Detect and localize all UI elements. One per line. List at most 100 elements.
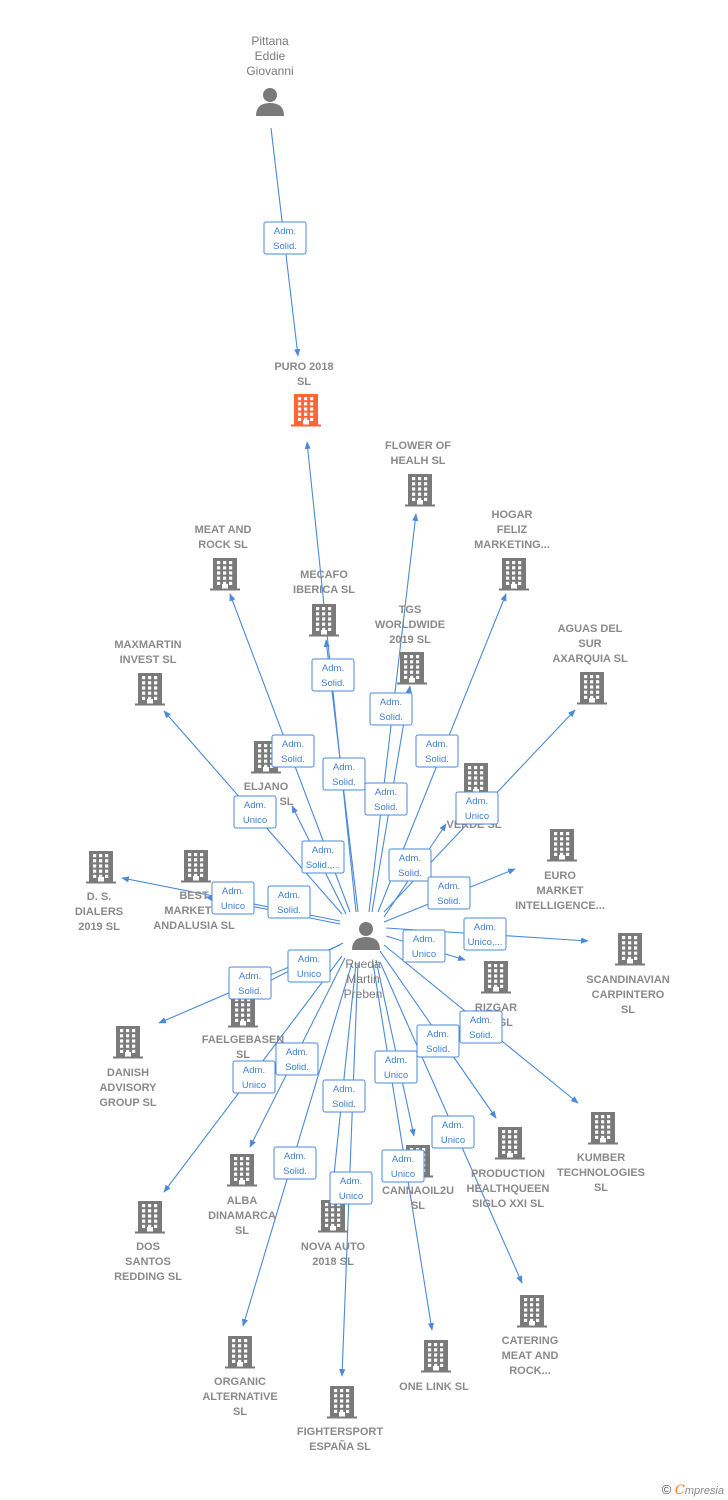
relation-label-box [388, 848, 432, 882]
relation-label-bolsa[interactable]: Adm.Solid. [388, 848, 432, 882]
building-icon [397, 652, 427, 685]
relation-label-flower[interactable]: Adm.Solid. [369, 692, 413, 726]
brand-logo-rest: mpresia [684, 1485, 724, 1497]
relation-label-box [455, 791, 499, 825]
relation-label-text: Unico [243, 815, 267, 826]
relation-label-aguas[interactable]: Adm.Unico [455, 791, 499, 825]
relation-label-onelink[interactable]: Adm.Unico [381, 1149, 425, 1183]
relation-label-faelgebasen[interactable]: Adm.Unico [287, 949, 331, 983]
building-icon [517, 1295, 547, 1328]
relation-label-cannaoil[interactable]: Adm.Unico [374, 1050, 418, 1084]
relation-label-nova[interactable]: Adm.Solid. [322, 1079, 366, 1113]
relation-label-organic[interactable]: Adm.Solid. [273, 1146, 317, 1180]
relation-label-box [233, 795, 277, 829]
relation-label-production[interactable]: Adm.Solid. [416, 1024, 460, 1058]
relation-label-fightersport[interactable]: Adm.Unico [329, 1171, 373, 1205]
relation-label-text: Adm. [286, 1047, 308, 1058]
relation-label-catering[interactable]: Adm.Unico [431, 1115, 475, 1149]
building-icon [225, 1336, 255, 1369]
relation-label-box [301, 840, 345, 874]
building-icon [327, 1386, 357, 1419]
building-icon [461, 763, 491, 796]
relation-label-box [273, 1146, 317, 1180]
relation-label-box [271, 734, 315, 768]
relation-label-tgs[interactable]: Adm.Solid. [364, 782, 408, 816]
relation-label-mecafo[interactable]: Adm.Solid. [322, 757, 366, 791]
relation-label-euro[interactable]: Adm. Solid. [427, 876, 471, 910]
footer-brand: © Cmpresia [662, 1482, 724, 1498]
building-icon [86, 851, 116, 884]
relation-label-text: Adm. [278, 890, 300, 901]
relation-label-text: Solid. [425, 754, 449, 765]
edge-rueda-fightersport [339, 962, 359, 1377]
building-icon [547, 829, 577, 862]
relation-label-box [374, 1050, 418, 1084]
relation-label-alba[interactable]: Adm.Solid. [275, 1042, 319, 1076]
relation-label-box [228, 966, 272, 1000]
relation-label-text: Adm. [239, 971, 261, 982]
relation-label-box [369, 692, 413, 726]
relation-label-text: Solid. [321, 678, 345, 689]
relation-label-text: Adm. [399, 853, 421, 864]
company-node-onelink[interactable]: ONE LINK SL [399, 1340, 469, 1393]
relation-label-box [263, 221, 307, 255]
relation-label-danish[interactable]: Adm.Solid. [228, 966, 272, 1000]
relation-label-ds[interactable]: Adm.Unico [211, 881, 255, 915]
relation-label-maxmartin[interactable]: Adm.Solid.,... [301, 840, 345, 874]
relation-label-puro[interactable]: Adm.Solid. [263, 221, 307, 255]
relation-label-text: Adm. [392, 1154, 414, 1165]
relation-label-best[interactable]: Adm.Solid. [267, 885, 311, 919]
relation-label-eljano[interactable]: Adm.Unico [233, 795, 277, 829]
relation-label-text: Adm. [312, 845, 334, 856]
relation-label-hogar[interactable]: Adm.Solid. [415, 734, 459, 768]
building-icon [481, 961, 511, 994]
relation-label-text: Unico [339, 1191, 363, 1202]
relation-label-text: Adm. [438, 881, 460, 892]
relation-label-text: Adm. [284, 1151, 306, 1162]
relation-label-text: Solid. [437, 896, 461, 907]
relation-label-puro[interactable]: Adm.Solid. [311, 658, 355, 692]
building-icon [228, 995, 258, 1028]
relation-label-meat[interactable]: Adm.Solid. [271, 734, 315, 768]
building-icon [577, 672, 607, 705]
relation-label-rizgar[interactable]: Adm.Unico [402, 929, 446, 963]
relation-label-dos[interactable]: Adm.Unico [232, 1060, 276, 1094]
copyright-symbol: © [661, 1482, 672, 1497]
relation-label-scandinavian[interactable]: Adm.Unico,... [463, 917, 507, 951]
relation-label-text: Adm. [298, 954, 320, 965]
relation-label-text: Adm. [375, 787, 397, 798]
relation-label-kumber[interactable]: Adm.Solid. [459, 1010, 503, 1044]
relation-label-text: Adm. [474, 922, 496, 933]
relation-label-text: Adm. [385, 1055, 407, 1066]
